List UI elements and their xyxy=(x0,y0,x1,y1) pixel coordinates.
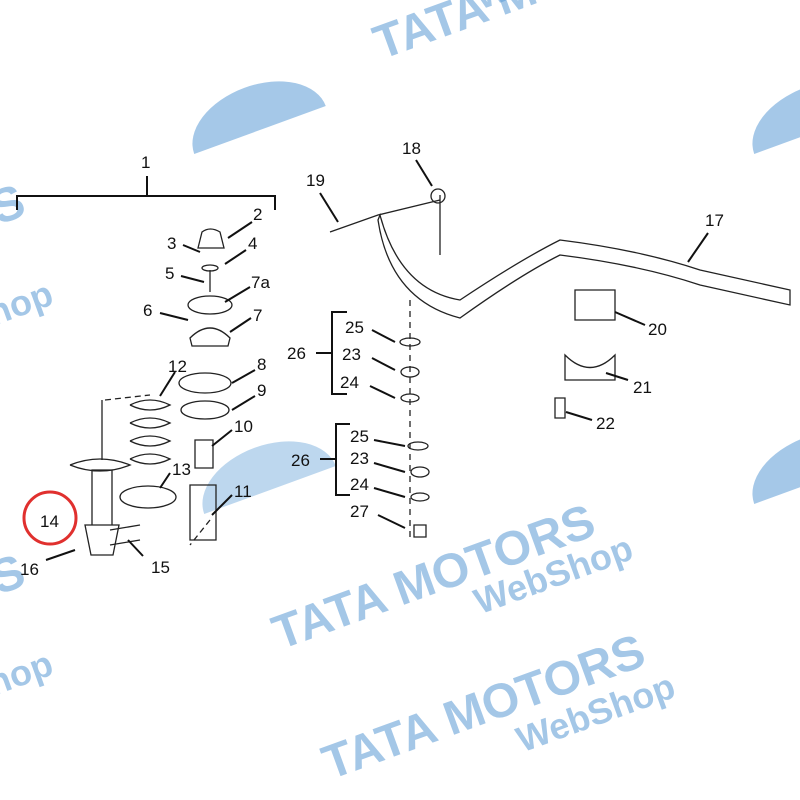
watermark-logo-icon xyxy=(192,81,326,154)
label-14[interactable]: 14 xyxy=(40,512,59,531)
highlight-circle xyxy=(22,490,78,546)
watermark-sub: WebShop xyxy=(0,642,58,737)
label-24a: 24 xyxy=(340,373,359,392)
label-8: 8 xyxy=(257,355,266,374)
group-bracket-26a xyxy=(316,311,347,395)
label-1: 1 xyxy=(141,153,150,172)
label-20: 20 xyxy=(648,320,667,339)
label-16: 16 xyxy=(20,560,39,579)
part-labels: 1 2 3 4 5 7a 6 7 12 8 9 10 13 11 14 15 1… xyxy=(20,139,724,579)
label-9: 9 xyxy=(257,381,266,400)
label-26b: 26 xyxy=(291,451,310,470)
label-19: 19 xyxy=(306,171,325,190)
label-22: 22 xyxy=(596,414,615,433)
label-5: 5 xyxy=(165,264,174,283)
label-18: 18 xyxy=(402,139,421,158)
watermark-logo-icon xyxy=(752,431,800,504)
label-3: 3 xyxy=(167,234,176,253)
watermark-logo-icon xyxy=(752,81,800,154)
label-27: 27 xyxy=(350,502,369,521)
label-25b: 25 xyxy=(350,427,369,446)
label-6: 6 xyxy=(143,301,152,320)
label-7a: 7a xyxy=(251,273,270,292)
stabilizer-assembly xyxy=(329,188,791,540)
label-2: 2 xyxy=(253,205,262,224)
label-10: 10 xyxy=(234,417,253,436)
watermark-brand: TATA MOTORS xyxy=(367,0,703,70)
strut-assembly xyxy=(69,228,233,556)
group-bracket-26b xyxy=(320,423,350,496)
leader-lines xyxy=(45,159,709,561)
label-11: 11 xyxy=(234,482,252,501)
label-4: 4 xyxy=(248,234,257,253)
watermark-logo-icon xyxy=(202,441,336,514)
label-17: 17 xyxy=(705,211,724,230)
label-12: 12 xyxy=(168,357,187,376)
assembly-bracket xyxy=(16,176,276,210)
label-25a: 25 xyxy=(345,318,364,337)
label-23b: 23 xyxy=(350,449,369,468)
label-15: 15 xyxy=(151,558,170,577)
label-13: 13 xyxy=(172,460,191,479)
label-7: 7 xyxy=(253,306,262,325)
label-26a: 26 xyxy=(287,344,306,363)
label-23a: 23 xyxy=(342,345,361,364)
watermark-sub: WebShop xyxy=(0,272,58,367)
label-24b: 24 xyxy=(350,475,369,494)
label-21: 21 xyxy=(633,378,652,397)
